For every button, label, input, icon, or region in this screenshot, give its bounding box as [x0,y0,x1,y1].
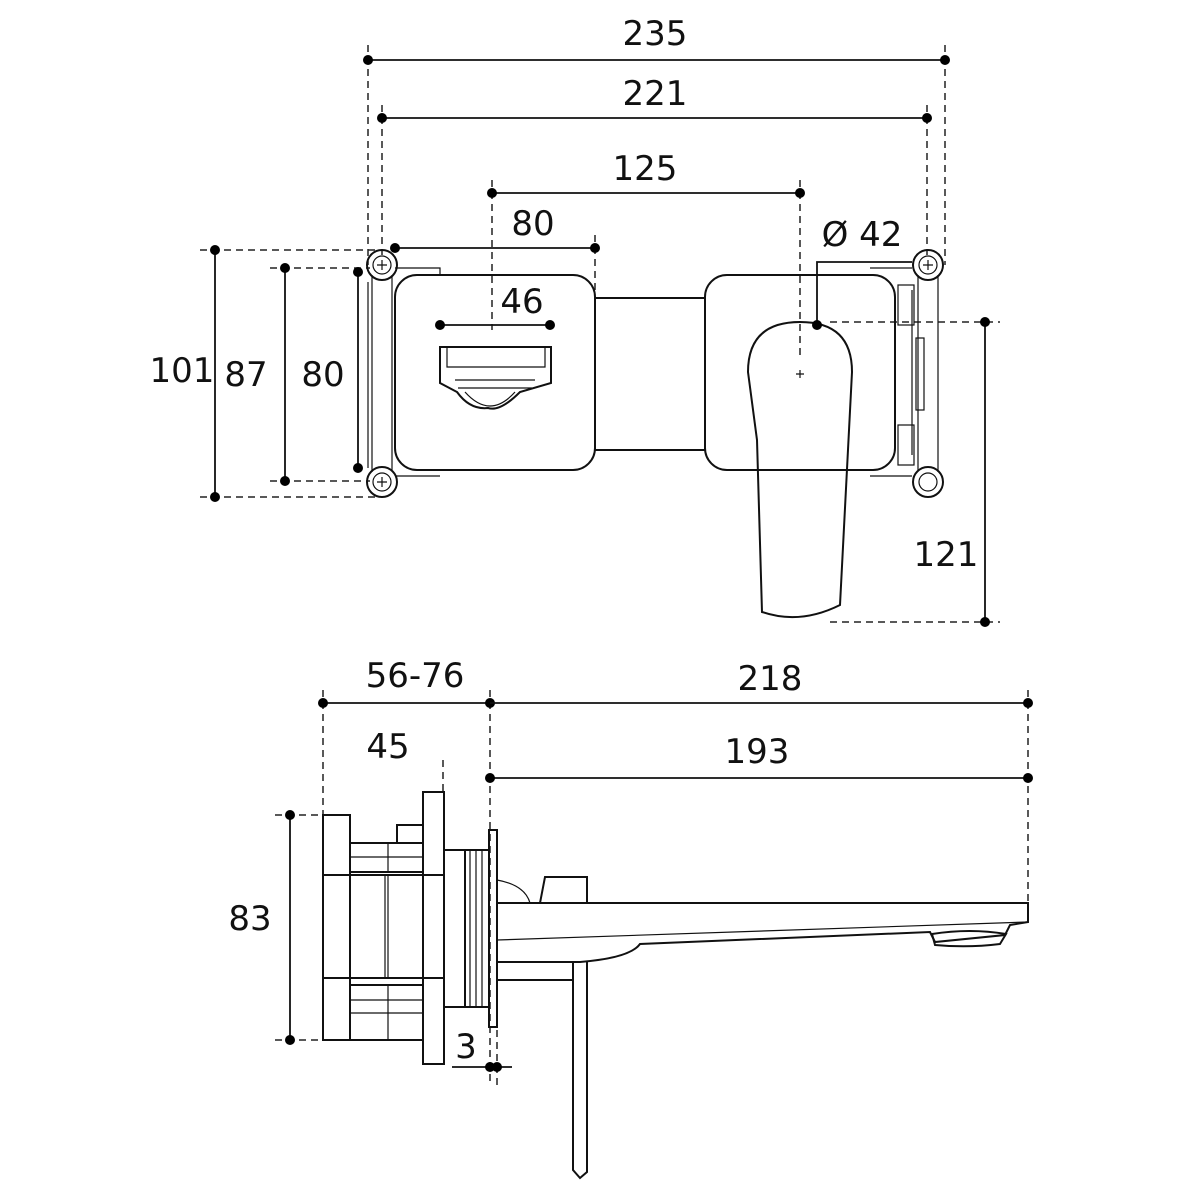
aerator [930,930,1008,948]
dim-label-bracket-width: 221 [623,74,688,114]
mounting-hole-icon [366,249,398,281]
dimension-diameter-42: Ø 42 [812,215,912,330]
dim-label-centres: 125 [613,149,678,189]
dimension-101: 101 [150,245,220,502]
dim-label-outlet-width: 46 [500,282,543,322]
dim-label-spout-projection: 218 [738,659,803,699]
dim-label-overall-height: 101 [150,351,215,391]
dimension-80-top: 80 [390,204,600,253]
dim-label-bracket-height: 87 [224,355,267,395]
dimension-80-left: 80 [301,267,363,473]
dim-label-body-depth: 45 [366,727,409,767]
dimension-56-76: 56-76 [318,656,495,708]
dim-label-plate-height: 80 [301,355,344,395]
spout-outlet [439,346,552,410]
in-wall-body [322,791,498,1065]
dimension-46: 46 [435,282,555,330]
dim-label-overall-width: 235 [623,14,688,54]
valve-body [594,297,706,451]
dimension-3: 3 [452,1027,512,1072]
dimension-235: 235 [363,14,950,65]
mounting-hole-icon [912,466,944,498]
mixer-handle [746,320,854,619]
spout-backplate [394,274,596,471]
dimension-218: 218 [490,659,1033,708]
wall-plate [488,829,498,1028]
mounting-bracket [366,249,944,498]
extension-lines [200,45,1000,623]
mounting-hole-icon [366,466,398,498]
dimension-121: 121 [914,317,990,627]
dim-label-outlet-projection: 193 [725,732,790,772]
dim-label-spout-plate-width: 80 [511,204,554,244]
dim-label-handle-diameter: Ø 42 [822,215,903,255]
dimension-87: 87 [224,263,290,486]
dim-label-wall-depth: 56-76 [366,656,465,696]
dimension-45: 45 [366,727,409,767]
dim-label-handle-length: 121 [914,535,979,575]
mixer-backplate [704,274,896,471]
dim-label-body-height: 83 [228,899,271,939]
dimension-193: 193 [485,732,1033,783]
dimension-221: 221 [377,74,932,123]
side-handle [572,962,588,1180]
front-view: 235 221 125 80 46 Ø 42 [150,14,1000,627]
dim-label-plate-thickness: 3 [455,1027,477,1067]
dimension-125: 125 [487,149,805,198]
spout [496,876,1029,1180]
mounting-hole-icon [912,249,944,281]
dimension-83: 83 [228,810,295,1045]
side-view: 56-76 218 45 193 83 3 [228,656,1033,1180]
handle-hub [539,876,588,904]
